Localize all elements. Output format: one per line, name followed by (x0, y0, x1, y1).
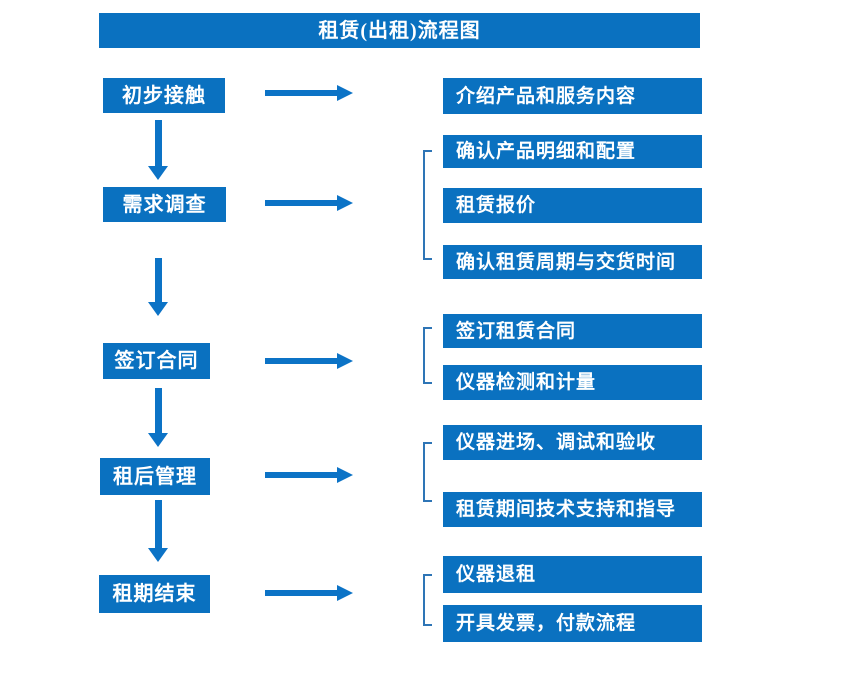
detail-box-instrument-inspection: 仪器检测和计量 (443, 365, 702, 400)
group-bracket (423, 327, 432, 384)
detail-box-invoice-payment: 开具发票，付款流程 (443, 605, 702, 642)
arrow-down-icon (148, 258, 168, 316)
arrow-right-icon (265, 585, 353, 601)
detail-box-introduce-products: 介绍产品和服务内容 (443, 78, 702, 114)
step-box-lease-end: 租期结束 (99, 575, 210, 613)
group-bracket (423, 150, 432, 260)
detail-box-sign-rental-contract: 签订租赁合同 (443, 314, 702, 348)
group-bracket (423, 574, 432, 626)
detail-box-instrument-return: 仪器退租 (443, 556, 702, 593)
detail-box-tech-support: 租赁期间技术支持和指导 (443, 492, 702, 527)
detail-box-rental-quote: 租赁报价 (443, 188, 702, 223)
arrow-right-icon (265, 467, 353, 483)
arrow-down-icon (148, 388, 168, 447)
step-box-demand-survey: 需求调查 (103, 187, 226, 222)
arrow-down-icon (148, 120, 168, 180)
group-bracket (423, 442, 432, 502)
arrow-right-icon (265, 195, 353, 211)
detail-box-instrument-setup-acceptance: 仪器进场、调试和验收 (443, 425, 702, 460)
step-box-initial-contact: 初步接触 (103, 78, 225, 113)
arrow-right-icon (265, 353, 353, 369)
detail-box-confirm-period-delivery: 确认租赁周期与交货时间 (443, 245, 702, 279)
step-box-post-rental-management: 租后管理 (100, 458, 210, 495)
step-box-sign-contract: 签订合同 (103, 343, 210, 379)
flowchart-title: 租赁(出租)流程图 (99, 13, 700, 48)
arrow-down-icon (148, 500, 168, 562)
arrow-right-icon (265, 85, 353, 101)
detail-box-confirm-product-config: 确认产品明细和配置 (443, 135, 702, 168)
